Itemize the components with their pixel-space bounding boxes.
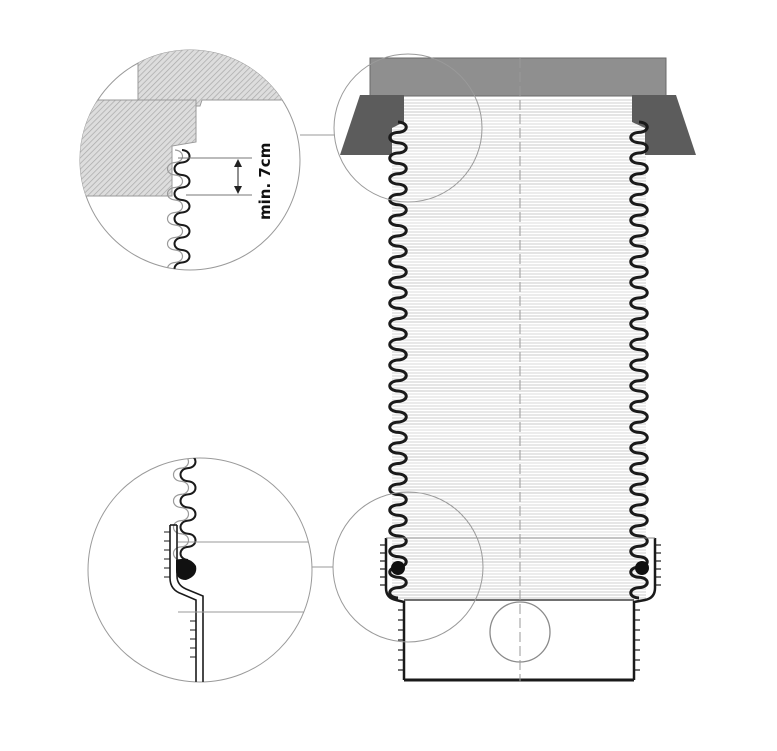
right-collar xyxy=(632,95,696,155)
left-collar xyxy=(340,95,404,155)
socket-ticks-left xyxy=(380,544,404,671)
dimension-label: min. 7cm xyxy=(256,143,274,220)
detail-marker-top xyxy=(333,53,483,203)
pipe-shading xyxy=(392,99,646,599)
base-socket xyxy=(380,537,661,682)
pipe-wall-right xyxy=(629,120,649,600)
socket-ticks-right xyxy=(634,544,661,671)
detail-bottom xyxy=(87,457,313,683)
seal-right xyxy=(635,561,649,575)
pipe-wall-left xyxy=(388,120,408,600)
detail-top: min. 7cm xyxy=(79,49,301,271)
shaft-assembly xyxy=(332,53,696,682)
seal-left xyxy=(391,561,405,575)
cover-plate xyxy=(369,57,667,97)
